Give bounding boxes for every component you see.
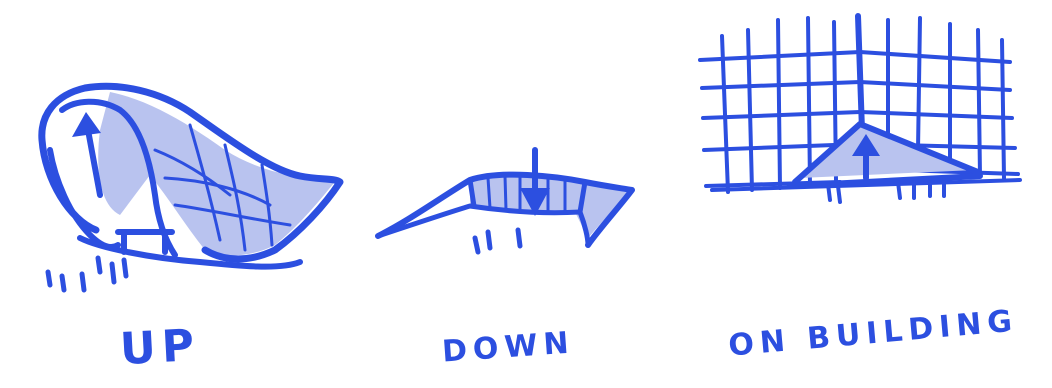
label-up: UP [119,320,202,375]
down-sketch [378,150,632,252]
up-people-marks [48,258,126,290]
up-sketch [42,86,340,290]
building-sketch [700,16,1020,202]
down-canopy-underside [378,206,588,245]
down-people-marks [475,230,520,252]
up-table [118,232,172,252]
arrow-up-icon [72,112,101,195]
building-corner [858,16,862,130]
